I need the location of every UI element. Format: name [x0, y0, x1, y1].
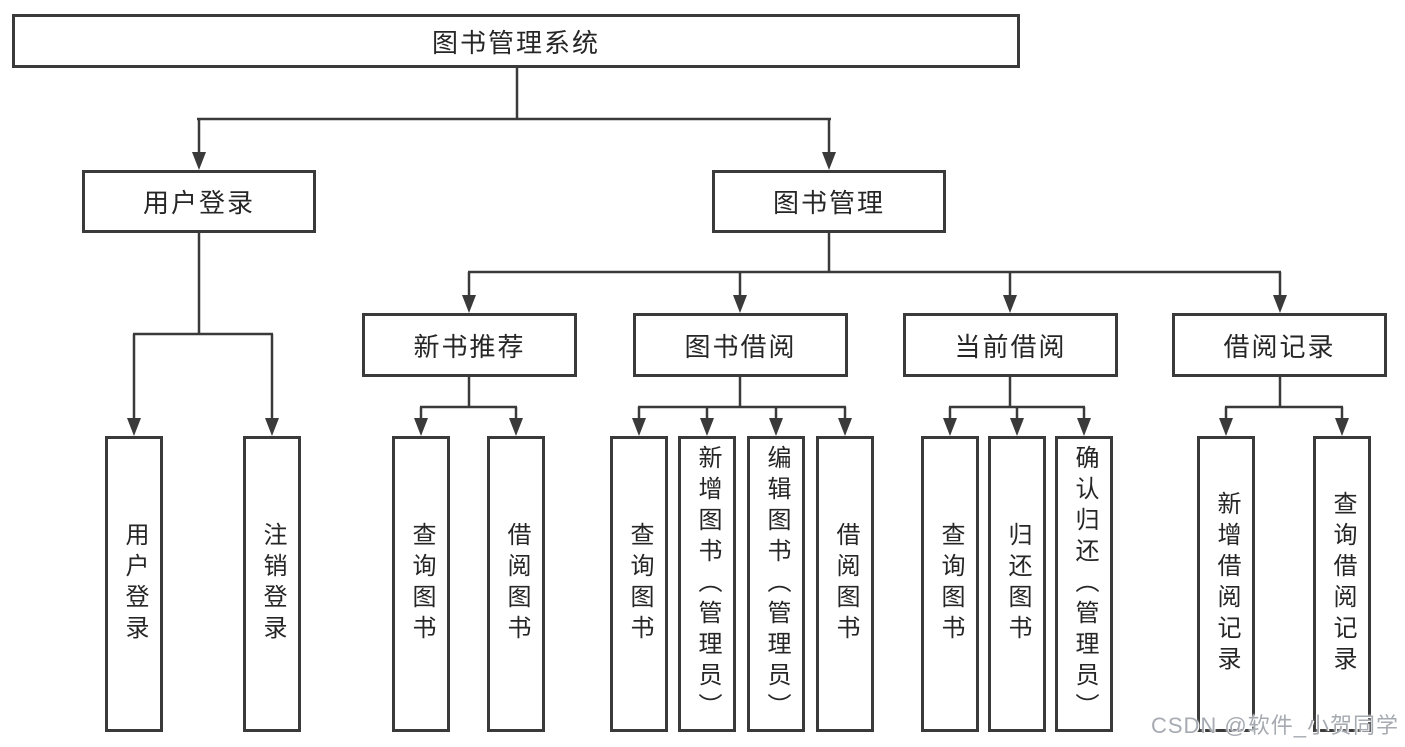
node-root: 图书管理系统: [12, 14, 1020, 68]
leaf-query-books-2: 查询图书: [610, 436, 668, 732]
node-new-book-recommend-label: 新书推荐: [413, 331, 526, 362]
node-borrow-records: 借阅记录: [1172, 313, 1387, 377]
leaf-return-books-label: 归还图书: [1004, 522, 1031, 646]
node-user-login-label: 用户登录: [142, 188, 255, 218]
leaf-confirm-return-admin: 确认归还（管理员）: [1055, 436, 1113, 732]
leaf-borrow-books-1: 借阅图书: [487, 436, 545, 732]
leaf-return-books: 归还图书: [988, 436, 1046, 732]
node-book-management-label: 图书管理: [772, 188, 885, 218]
leaf-add-books-admin-label: 新增图书（管理员）: [694, 444, 721, 724]
node-current-borrow: 当前借阅: [903, 313, 1118, 377]
leaf-add-borrow-record-label: 新增借阅记录: [1213, 491, 1240, 677]
leaf-query-books-1: 查询图书: [392, 436, 450, 732]
leaf-query-books-3: 查询图书: [921, 436, 979, 732]
node-book-borrow-label: 图书借阅: [684, 331, 797, 362]
leaf-add-books-admin: 新增图书（管理员）: [678, 436, 736, 732]
node-user-login: 用户登录: [82, 170, 316, 233]
leaf-edit-books-admin-label: 编辑图书（管理员）: [763, 444, 790, 724]
leaf-query-borrow-record: 查询借阅记录: [1313, 436, 1371, 732]
leaf-add-borrow-record: 新增借阅记录: [1197, 436, 1255, 732]
node-current-borrow-label: 当前借阅: [954, 331, 1067, 362]
leaf-query-books-1-label: 查询图书: [408, 522, 435, 646]
node-book-borrow: 图书借阅: [633, 313, 848, 377]
leaf-logout: 注销登录: [243, 436, 301, 732]
connector-lines: [132, 68, 1344, 419]
leaf-user-login: 用户登录: [105, 436, 163, 732]
node-borrow-records-label: 借阅记录: [1223, 331, 1336, 362]
leaf-confirm-return-admin-label: 确认归还（管理员）: [1071, 444, 1098, 724]
node-new-book-recommend: 新书推荐: [362, 313, 577, 377]
node-root-label: 图书管理系统: [431, 27, 600, 58]
leaf-user-login-label: 用户登录: [121, 522, 148, 646]
csdn-watermark: CSDN @软件_小贺同学: [1150, 713, 1399, 738]
leaf-logout-label: 注销登录: [259, 522, 286, 646]
leaf-edit-books-admin: 编辑图书（管理员）: [747, 436, 805, 732]
leaf-borrow-books-2: 借阅图书: [816, 436, 874, 732]
leaf-query-books-3-label: 查询图书: [937, 522, 964, 646]
leaf-borrow-books-1-label: 借阅图书: [503, 522, 530, 646]
node-book-management: 图书管理: [712, 170, 946, 233]
leaf-query-borrow-record-label: 查询借阅记录: [1329, 491, 1356, 677]
leaf-borrow-books-2-label: 借阅图书: [832, 522, 859, 646]
leaf-query-books-2-label: 查询图书: [626, 522, 653, 646]
